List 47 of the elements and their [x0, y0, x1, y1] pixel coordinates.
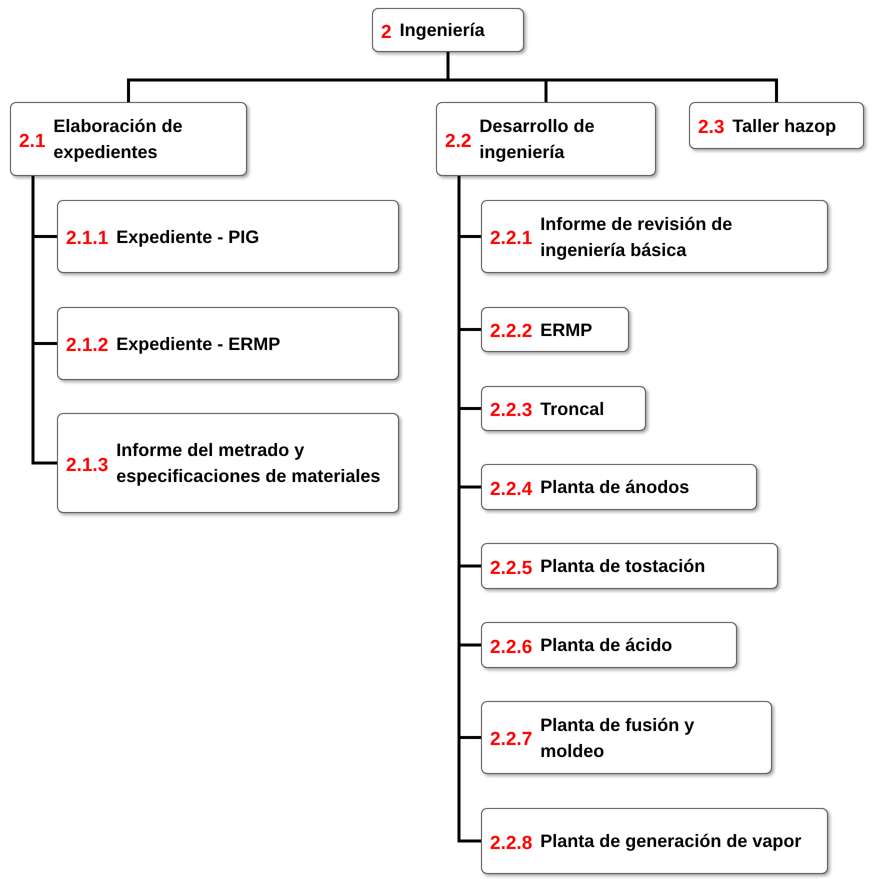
wbs-number: 2.1.3 [66, 454, 108, 478]
wbs-number: 2.2.5 [490, 556, 532, 581]
wbs-number: 2.2.6 [490, 636, 532, 660]
connector-line [446, 52, 778, 102]
wbs-number: 2.3 [698, 116, 724, 140]
task-box [57, 307, 399, 380]
wbs-number: 2.2.2 [490, 320, 532, 344]
task-box [481, 464, 757, 510]
task-box [436, 102, 656, 176]
wbs-number: 2.2 [445, 130, 472, 154]
task-box [481, 543, 778, 589]
task-label: Planta de generación de vapor [540, 830, 802, 853]
task-box [372, 8, 524, 52]
wbs-number: 2.1 [19, 130, 46, 154]
task-label: Informe del metrado y especificaciones de materiales [116, 439, 382, 488]
task-box [57, 413, 399, 513]
task-box [481, 701, 772, 774]
task-label: Elaboración de expedientes [53, 115, 184, 164]
task-label: Troncal [540, 398, 604, 420]
task-label: Informe de revisión de ingeniería básica [540, 212, 734, 262]
task-box [481, 200, 828, 273]
wbs-number: 2.1.2 [66, 334, 108, 358]
task-label: Planta de tostación [540, 555, 706, 578]
connector-line [32, 176, 57, 464]
task-label: Expediente - PIG [116, 226, 260, 249]
task-label: ERMP [540, 318, 592, 342]
task-label: Planta de fusión y moldeo [540, 714, 696, 762]
task-box [481, 386, 646, 431]
task-box [57, 200, 399, 273]
wbs-number: 2.2.3 [490, 399, 532, 424]
task-box [481, 808, 828, 874]
task-box [481, 622, 737, 668]
task-label: Desarrollo de ingeniería [479, 115, 596, 164]
task-label: Taller hazop [732, 114, 836, 138]
wbs-number: 2.2.4 [490, 478, 532, 502]
wbs-number: 2 [381, 20, 392, 45]
wbs-number: 2.2.1 [490, 227, 532, 252]
task-box [689, 102, 864, 149]
task-label: Expediente - ERMP [116, 332, 280, 356]
task-label: Ingeniería [400, 19, 485, 42]
task-label: Planta de ácido [540, 634, 672, 657]
wbs-number: 2.2.7 [490, 728, 532, 752]
task-box [481, 307, 629, 352]
task-label: Planta de ánodos [540, 476, 690, 499]
wbs-number: 2.1.1 [66, 227, 108, 252]
task-box [10, 102, 247, 176]
wbs-number: 2.2.8 [490, 832, 532, 856]
